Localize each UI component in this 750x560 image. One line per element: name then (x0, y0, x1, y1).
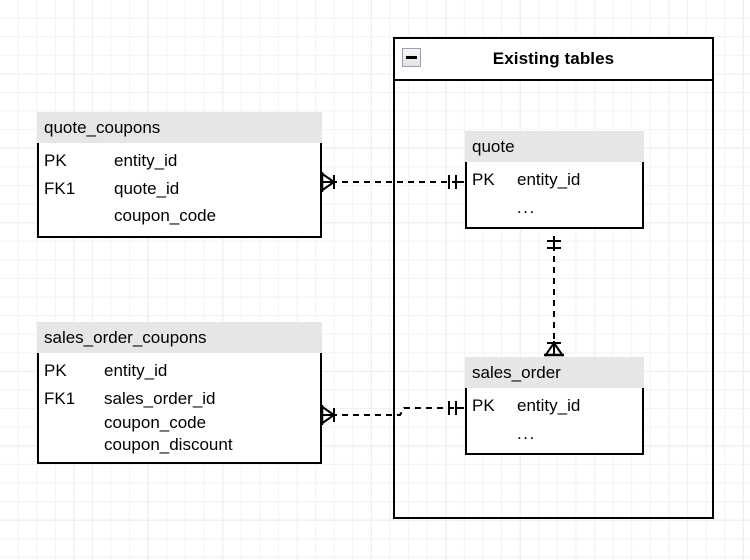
entity-quote-coupons[interactable]: quote_coupons PK entity_id FK1 quote_id … (37, 112, 322, 238)
attribute-name: entity_id (104, 361, 168, 380)
attribute-name: sales_order_id (104, 388, 216, 408)
entity-sales-order[interactable]: sales_order PK entity_id ... (465, 357, 644, 456)
entity-body-quote-coupons: PK entity_id FK1 quote_id coupon_code (37, 143, 322, 238)
attribute-row: coupon_code (39, 202, 320, 230)
attribute-key: FK1 (44, 178, 76, 198)
attribute-row: PK entity_id (39, 147, 320, 175)
attribute-row: PK entity_id (467, 166, 642, 194)
attribute-key: PK (44, 151, 67, 170)
attribute-row: ... (467, 194, 642, 222)
attribute-row: ... (467, 420, 642, 448)
attribute-row: coupon_discount (39, 434, 320, 456)
attribute-name: entity_id (114, 151, 178, 170)
entity-quote[interactable]: quote PK entity_id ... (465, 131, 644, 230)
entity-title-sales-order: sales_order (465, 357, 644, 388)
attribute-name: quote_id (114, 178, 180, 198)
attribute-name: coupon_code (114, 206, 217, 226)
attribute-name: entity_id (517, 396, 581, 415)
attribute-name: ... (517, 423, 536, 443)
attribute-row: FK1 sales_order_id (39, 385, 320, 413)
crowsfoot-many-icon (320, 405, 336, 425)
attribute-key: PK (472, 170, 495, 189)
minus-icon[interactable] (402, 48, 421, 67)
minus-icon-bar (406, 56, 417, 59)
attribute-key: PK (472, 396, 495, 415)
attribute-key: FK1 (44, 388, 76, 408)
attribute-row: coupon_code (39, 412, 320, 434)
attribute-name: coupon_code (104, 413, 207, 433)
crowsfoot-many-icon (320, 172, 336, 192)
attribute-row: PK entity_id (467, 392, 642, 420)
group-container-existing-tables[interactable]: Existing tables (393, 37, 714, 519)
attribute-row: FK1 quote_id (39, 175, 320, 203)
entity-body-sales-order-coupons: PK entity_id FK1 sales_order_id coupon_c… (37, 353, 322, 464)
attribute-row: PK entity_id (39, 357, 320, 385)
entity-body-sales-order: PK entity_id ... (465, 388, 644, 456)
entity-title-quote: quote (465, 131, 644, 162)
entity-title-sales-order-coupons: sales_order_coupons (37, 322, 322, 353)
attribute-key: PK (44, 361, 67, 380)
group-title: Existing tables (492, 49, 615, 68)
entity-body-quote: PK entity_id ... (465, 162, 644, 230)
entity-sales-order-coupons[interactable]: sales_order_coupons PK entity_id FK1 sal… (37, 322, 322, 464)
attribute-name: ... (517, 197, 536, 217)
attribute-name: entity_id (517, 170, 581, 189)
group-header[interactable]: Existing tables (395, 39, 712, 81)
attribute-name: coupon_discount (104, 434, 233, 454)
entity-title-quote-coupons: quote_coupons (37, 112, 322, 143)
